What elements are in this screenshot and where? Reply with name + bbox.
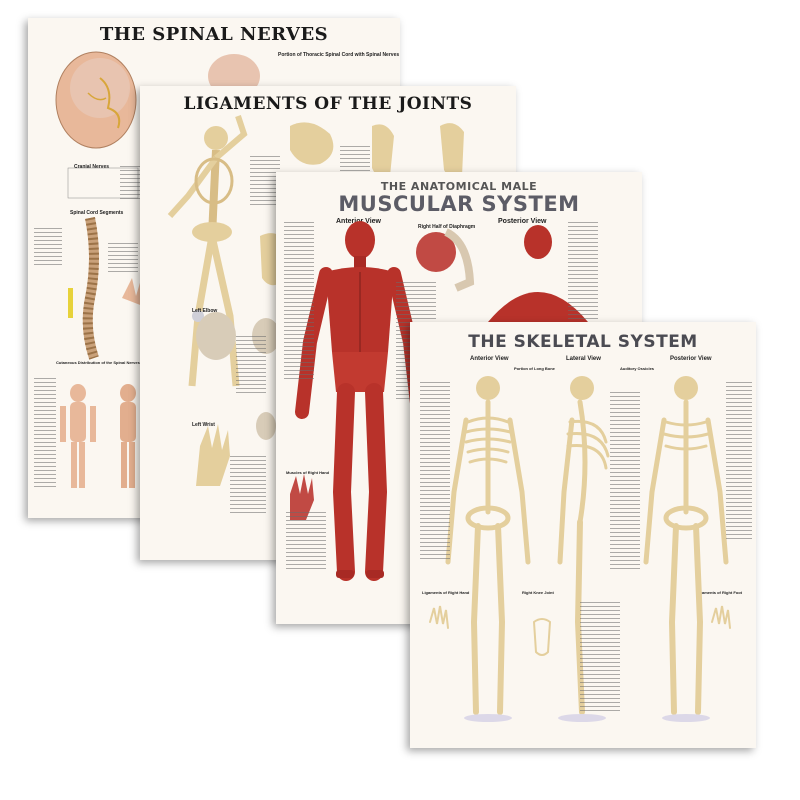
long-bone-label: Portion of Long Bone	[514, 366, 555, 371]
muscular-title-top: THE ANATOMICAL MALE	[380, 180, 538, 193]
skeletal-illustration	[429, 376, 731, 722]
cranial-nerves-label: Cranial Nerves	[74, 164, 110, 170]
musc-text-block-1	[284, 222, 314, 382]
diaphragm-label: Right Half of Diaphragm	[418, 224, 476, 230]
skeletal-anterior-label: Anterior View	[470, 356, 509, 362]
skel-text-block-1	[420, 382, 450, 562]
muscles-hand-label: Muscles of Right Hand	[286, 470, 330, 475]
skeletal-lateral-label: Lateral View	[566, 356, 601, 362]
skel-text-block-2	[610, 392, 640, 572]
skeletal-poster: THE SKELETAL SYSTEM Anterior View Latera…	[410, 322, 756, 748]
ossicles-label: Auditory Ossicles	[620, 366, 655, 371]
skel-text-block-4	[580, 602, 620, 712]
knee-joint-label: Right Knee Joint	[522, 590, 554, 595]
lig-text-block-4	[230, 456, 266, 516]
cutaneous-text-block	[34, 378, 56, 488]
spinal-nerves-title: THE SPINAL NERVES	[99, 24, 329, 45]
musc-text-block-4	[286, 512, 326, 572]
skeletal-posterior-label: Posterior View	[670, 356, 712, 362]
segments-text-block	[34, 228, 62, 268]
muscular-posterior-label: Posterior View	[498, 218, 547, 225]
skeletal-title: THE SKELETAL SYSTEM	[468, 332, 698, 352]
skel-text-block-3	[726, 382, 752, 542]
left-elbow-label: Left Elbow	[192, 308, 218, 314]
lig-text-block-1	[250, 156, 280, 206]
lig-text-block-3	[236, 336, 266, 396]
left-wrist-label: Left Wrist	[192, 422, 215, 428]
right-hand-ligaments-label: Ligaments of Right Hand	[422, 590, 470, 595]
cord-segments-label: Spinal Cord Segments	[70, 210, 124, 216]
spinal-text-block	[108, 243, 138, 273]
ligaments-title: LIGAMENTS OF THE JOINTS	[183, 94, 473, 114]
thoracic-cord-label: Portion of Thoracic Spinal Cord with Spi…	[278, 52, 400, 58]
cutaneous-label: Cutaneous Distribution of the Spinal Ner…	[56, 360, 140, 365]
muscular-title-main: MUSCULAR SYSTEM	[338, 192, 580, 216]
right-foot-ligaments-label: Ligaments of Right Foot	[696, 590, 742, 595]
